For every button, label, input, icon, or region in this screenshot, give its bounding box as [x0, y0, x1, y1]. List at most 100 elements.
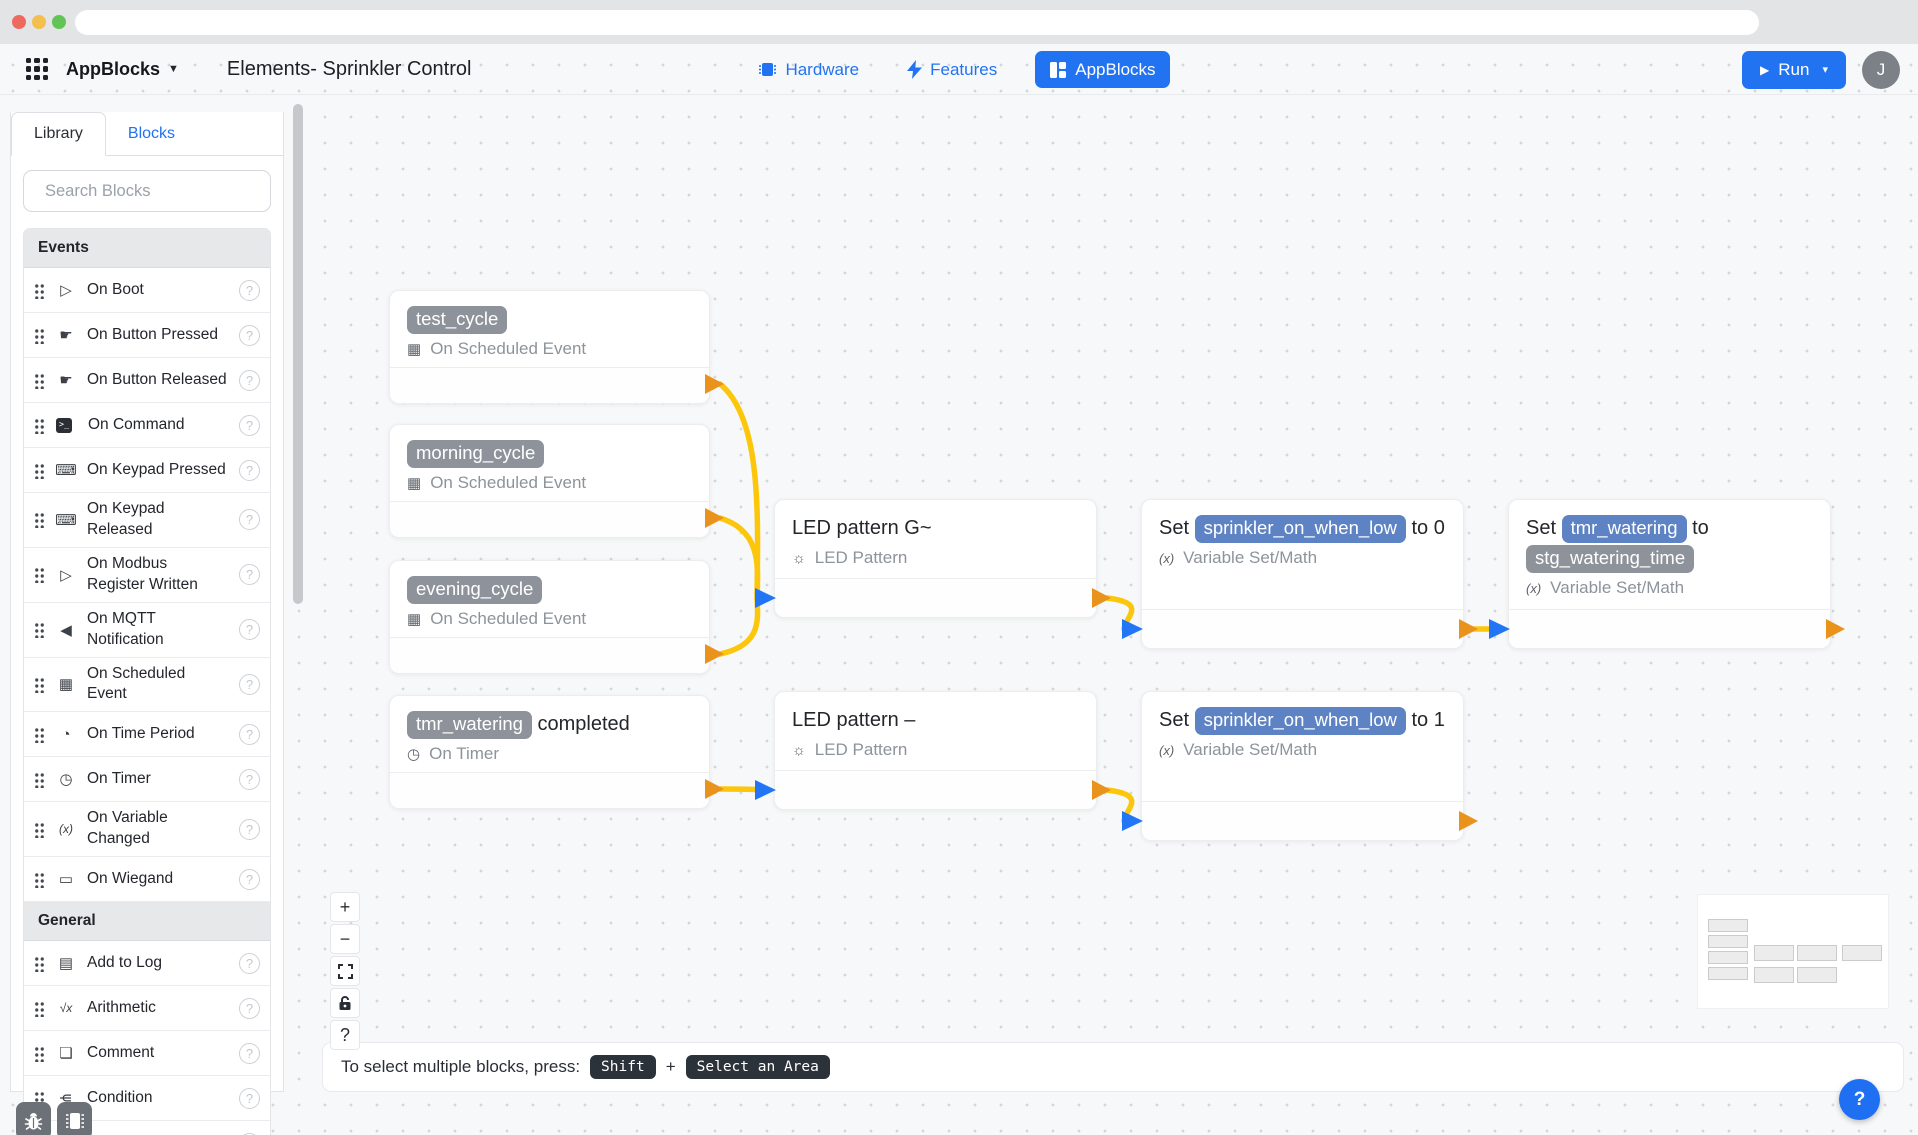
help-icon[interactable]: ?	[239, 414, 260, 436]
help-icon[interactable]: ?	[239, 619, 260, 641]
tab-library[interactable]: Library	[11, 112, 106, 156]
app-launcher-icon[interactable]	[26, 58, 48, 80]
url-bar[interactable]	[75, 10, 1759, 35]
run-dropdown-icon[interactable]: ▾	[1822, 64, 1828, 76]
drag-handle-icon[interactable]	[34, 1089, 45, 1107]
help-icon[interactable]: ?	[239, 564, 260, 586]
flow-block-evening-cycle[interactable]: evening_cycle▦On Scheduled Event	[389, 560, 710, 674]
zoom-window-button[interactable]	[52, 15, 66, 29]
sidebar-item-on-button-released[interactable]: ☛On Button Released?	[24, 358, 270, 403]
flow-block-set-low-0[interactable]: Set sprinkler_on_when_low to 0(x)Variabl…	[1141, 499, 1464, 649]
input-port-icon[interactable]	[1122, 619, 1143, 639]
tab-hardware-label: Hardware	[785, 59, 860, 79]
help-icon[interactable]: ?	[239, 868, 260, 890]
flow-block-test-cycle[interactable]: test_cycle▦On Scheduled Event	[389, 290, 710, 404]
wire-led-g-to-set-low-0[interactable]	[1104, 595, 1135, 632]
drag-handle-icon[interactable]	[34, 326, 45, 344]
flow-block-set-tmr[interactable]: Set tmr_watering to stg_watering_time(x)…	[1508, 499, 1831, 649]
wire-led-dash-to-set-low-1[interactable]	[1104, 787, 1135, 824]
flow-block-led-dash[interactable]: LED pattern –☼LED Pattern	[774, 691, 1097, 810]
sidebar-item-on-boot[interactable]: ▷On Boot?	[24, 268, 270, 313]
help-icon[interactable]: ?	[239, 1042, 260, 1064]
flow-block-led-g[interactable]: LED pattern G~☼LED Pattern	[774, 499, 1097, 618]
input-port-icon[interactable]	[755, 780, 776, 800]
drag-handle-icon[interactable]	[34, 621, 45, 639]
minimize-window-button[interactable]	[32, 15, 46, 29]
sidebar-scrollbar[interactable]	[293, 104, 303, 604]
flow-block-morning-cycle[interactable]: morning_cycle▦On Scheduled Event	[389, 424, 710, 538]
flow-block-set-low-1[interactable]: Set sprinkler_on_when_low to 1(x)Variabl…	[1141, 691, 1464, 841]
drag-handle-icon[interactable]	[34, 675, 45, 693]
sidebar-item-on-mqtt-notification[interactable]: ◀On MQTT Notification?	[24, 602, 270, 658]
run-button[interactable]: ▶ Run ▾	[1742, 50, 1846, 89]
drag-handle-icon[interactable]	[34, 954, 45, 972]
help-icon[interactable]: ?	[239, 673, 260, 695]
minimap-block	[1708, 967, 1748, 980]
search-input[interactable]	[45, 181, 265, 201]
sidebar-item-on-command[interactable]: >_On Command?	[24, 403, 270, 448]
wire-morning-cycle-to-led-g[interactable]	[717, 515, 761, 601]
sidebar-item-on-keypad-pressed[interactable]: ⌨On Keypad Pressed?	[24, 448, 270, 493]
tab-appblocks[interactable]: AppBlocks	[1035, 51, 1170, 88]
zoom-out-button[interactable]: −	[330, 924, 360, 954]
sidebar-item-comment[interactable]: ❏Comment?	[24, 1031, 270, 1077]
drag-handle-icon[interactable]	[34, 371, 45, 389]
wire-test-cycle-to-led-g[interactable]	[717, 381, 761, 601]
help-icon[interactable]: ?	[239, 369, 260, 391]
app-menu[interactable]: AppBlocks ▼	[66, 59, 179, 80]
sidebar-item-on-time-period[interactable]: ◔On Time Period?	[24, 712, 270, 758]
drag-handle-icon[interactable]	[34, 416, 45, 434]
search-box[interactable]	[23, 170, 271, 212]
input-port-icon[interactable]	[1122, 811, 1143, 831]
megaphone-icon: ◀	[60, 621, 72, 639]
drag-handle-icon[interactable]	[34, 770, 45, 788]
sidebar-item-on-variable-changed[interactable]: (x)On Variable Changed?	[24, 802, 270, 858]
help-icon[interactable]: ?	[239, 1087, 260, 1109]
wire-tmr-completed-to-led-dash[interactable]	[717, 786, 761, 793]
input-port-icon[interactable]	[755, 588, 776, 608]
sidebar-item-on-keypad-released[interactable]: ⌨On Keypad Released?	[24, 493, 270, 548]
help-icon[interactable]: ?	[239, 723, 260, 745]
drag-handle-icon[interactable]	[34, 461, 45, 479]
zoom-in-button[interactable]: +	[330, 892, 360, 922]
minimap-block	[1842, 945, 1882, 961]
debug-button[interactable]	[16, 1102, 51, 1135]
tab-hardware[interactable]: Hardware	[748, 51, 869, 88]
sidebar-item-add-to-log[interactable]: ▤Add to Log?	[24, 941, 270, 987]
sidebar-item-on-modbus-register-written[interactable]: ▷On Modbus Register Written?	[24, 547, 270, 603]
drag-handle-icon[interactable]	[34, 566, 45, 584]
help-icon[interactable]: ?	[239, 818, 260, 840]
close-window-button[interactable]	[12, 15, 26, 29]
flow-block-tmr-completed[interactable]: tmr_watering completed◷On Timer	[389, 695, 710, 809]
drag-handle-icon[interactable]	[34, 999, 45, 1017]
help-icon[interactable]: ?	[239, 324, 260, 346]
avatar[interactable]: J	[1862, 50, 1900, 89]
help-icon[interactable]: ?	[239, 952, 260, 974]
sidebar-item-on-wiegand[interactable]: ▭On Wiegand?	[24, 857, 270, 903]
drag-handle-icon[interactable]	[34, 870, 45, 888]
help-icon[interactable]: ?	[239, 997, 260, 1019]
sidebar-item-on-timer[interactable]: ◷On Timer?	[24, 757, 270, 803]
shortcuts-button[interactable]: ?	[330, 1020, 360, 1050]
sidebar-item-on-scheduled-event[interactable]: ▦On Scheduled Event?	[24, 657, 270, 713]
tab-blocks[interactable]: Blocks	[127, 124, 176, 142]
drag-handle-icon[interactable]	[34, 511, 45, 529]
fit-view-button[interactable]	[330, 956, 360, 986]
tab-features[interactable]: Features	[897, 51, 1007, 88]
help-fab[interactable]: ?	[1839, 1079, 1880, 1120]
drag-handle-icon[interactable]	[34, 725, 45, 743]
lock-button[interactable]	[330, 988, 360, 1018]
drag-handle-icon[interactable]	[34, 281, 45, 299]
help-icon[interactable]: ?	[239, 509, 260, 531]
drag-handle-icon[interactable]	[34, 820, 45, 838]
drag-handle-icon[interactable]	[34, 1044, 45, 1062]
device-button[interactable]	[57, 1102, 92, 1135]
input-port-icon[interactable]	[1489, 619, 1510, 639]
wire-evening-cycle-to-led-g[interactable]	[717, 595, 761, 657]
help-icon[interactable]: ?	[239, 768, 260, 790]
help-icon[interactable]: ?	[239, 459, 260, 481]
sidebar-item-on-button-pressed[interactable]: ☛On Button Pressed?	[24, 313, 270, 358]
minimap[interactable]	[1698, 895, 1888, 1008]
help-icon[interactable]: ?	[239, 279, 260, 301]
